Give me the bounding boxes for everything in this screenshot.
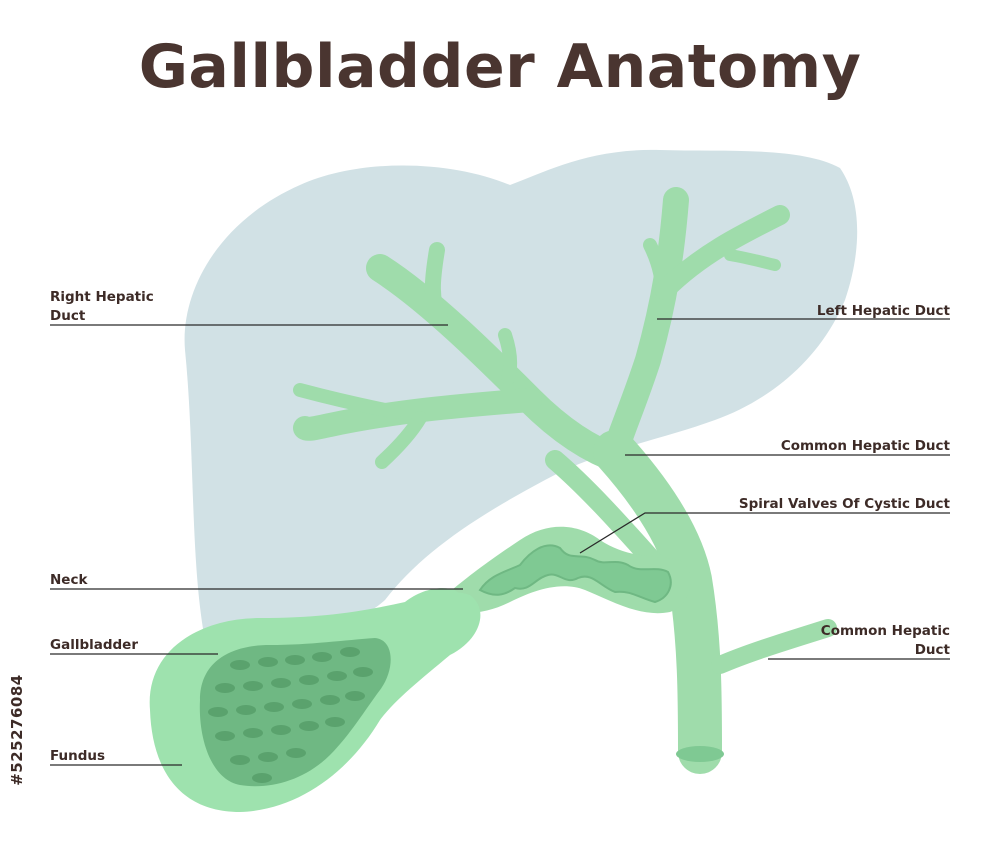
right-hepatic-branch-left-twig2 [375, 411, 427, 469]
left-hepatic-branch-right [655, 205, 790, 300]
label-left-hepatic-duct: Left Hepatic Duct [816, 303, 950, 319]
leader-spiral-valves [579, 512, 950, 554]
right-hepatic-branch-left [293, 388, 542, 441]
page-title: Gallbladder Anatomy [138, 32, 862, 102]
leader-lines [50, 318, 950, 766]
right-hepatic-twig-top [424, 242, 448, 328]
gallbladder-neck-bulge [405, 588, 466, 649]
left-hepatic-twig-b [724, 249, 781, 271]
pancreatic-branch [711, 619, 837, 674]
label-fundus: Fundus [50, 748, 106, 764]
label-right-hepatic-duct: Right Hepatic Duct [50, 289, 154, 324]
left-hepatic-twig-a [643, 238, 670, 312]
label-common-hepatic-duct-upper: Common Hepatic Duct [780, 438, 950, 454]
duct-end-ellipse [676, 746, 724, 762]
left-hepatic-duct [602, 187, 689, 465]
cystic-junction [545, 450, 662, 570]
stock-id-text: #525276084 [8, 674, 26, 786]
spiral-valves [478, 544, 672, 604]
label-spiral-valves: Spiral Valves Of Cystic Duct [738, 496, 950, 512]
label-common-hepatic-duct-lower: Common Hepatic Duct [820, 623, 950, 658]
label-gallbladder: Gallbladder [50, 637, 138, 653]
stock-id-watermark: #525276084 [6, 625, 28, 835]
right-hepatic-branch-left-twig [293, 383, 402, 419]
right-hepatic-twig-mid [498, 328, 518, 385]
gallbladder-mucosa-spots [208, 647, 373, 783]
label-neck: Neck [50, 572, 88, 588]
